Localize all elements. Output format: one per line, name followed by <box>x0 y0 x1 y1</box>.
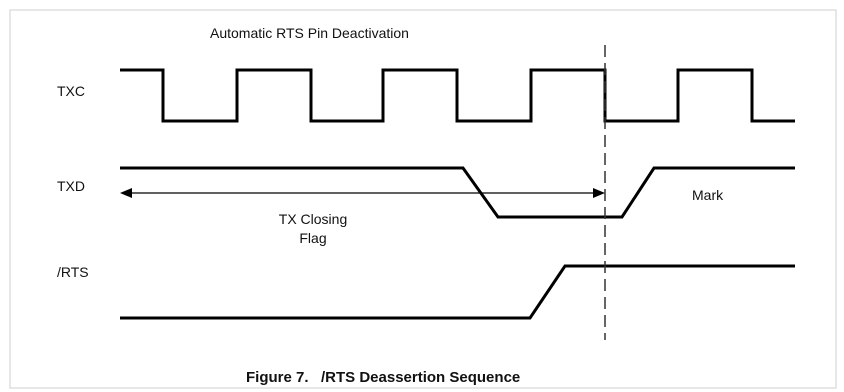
closing-flag-label-line2: Flag <box>299 230 326 246</box>
txc-label: TXC <box>57 83 85 99</box>
txd-waveform <box>120 166 795 219</box>
figure-caption: Figure 7. /RTS Deassertion Sequence <box>246 369 520 386</box>
rts-label: /RTS <box>57 264 89 280</box>
closing-flag-label-line1: TX Closing <box>279 211 347 227</box>
txd-label: TXD <box>57 178 85 194</box>
txc-waveform <box>120 68 795 123</box>
diagram-border <box>9 9 837 389</box>
rts-waveform <box>120 264 795 320</box>
diagram-title: Automatic RTS Pin Deactivation <box>210 25 409 41</box>
closing-flag-arrow <box>120 188 605 198</box>
mark-label: Mark <box>692 187 724 203</box>
